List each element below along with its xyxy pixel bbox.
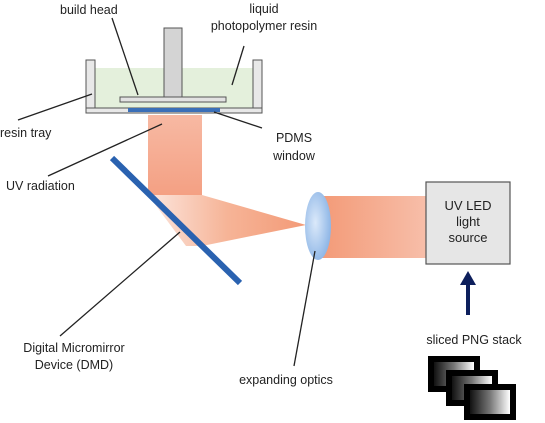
uv-led-label-2: light <box>456 214 480 229</box>
leader-pdms <box>213 111 263 129</box>
label-dmd-2: Device (DMD) <box>35 358 113 372</box>
label-resin-2: photopolymer resin <box>211 19 317 33</box>
label-uv-radiation: UV radiation <box>6 179 75 193</box>
label-build-head: build head <box>60 3 118 17</box>
label-pdms-1: PDMS <box>276 131 312 145</box>
tray-left-wall <box>85 59 96 113</box>
leader-uv-radiation <box>47 123 163 177</box>
leader-dmd <box>59 231 181 337</box>
png-stack <box>428 356 516 420</box>
label-png-stack: sliced PNG stack <box>426 333 522 347</box>
label-dmd-1: Digital Micromirror <box>23 341 124 355</box>
uv-led-box <box>425 181 511 265</box>
build-plate <box>119 96 227 103</box>
tray-right-wall <box>252 59 263 113</box>
beam-vertical <box>148 115 202 195</box>
beam-horizontal <box>320 196 426 258</box>
leader-optics <box>293 250 316 367</box>
leader-resin-tray <box>17 93 93 121</box>
label-expanding-optics: expanding optics <box>239 373 333 387</box>
uv-led-label-3: source <box>448 230 487 245</box>
label-resin-1: liquid <box>249 2 278 16</box>
pdms-window <box>128 108 220 112</box>
leader-resin <box>231 45 245 86</box>
uv-led-label-1: UV LED <box>445 198 492 213</box>
build-shaft <box>163 27 183 101</box>
leader-lines <box>17 17 316 367</box>
build-head <box>119 27 227 103</box>
data-arrow <box>460 271 476 315</box>
expanding-lens <box>305 192 331 260</box>
leader-build-head <box>111 17 139 96</box>
label-resin-tray: resin tray <box>0 126 52 140</box>
dmd-mirror <box>109 155 243 286</box>
label-pdms-2: window <box>272 149 316 163</box>
